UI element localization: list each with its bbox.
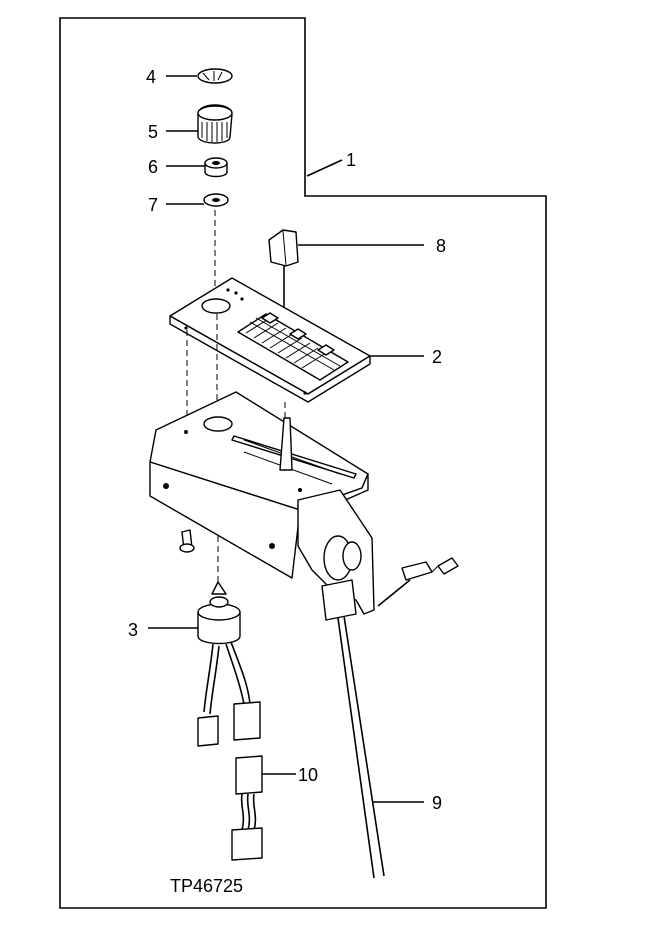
callout-7: 7 — [148, 195, 158, 215]
figure-id: TP46725 — [170, 876, 243, 896]
part-9-cable-edge — [343, 615, 385, 877]
callout-10: 10 — [298, 765, 318, 785]
adjusting-screw — [377, 557, 459, 607]
side-plate — [297, 489, 375, 621]
part-2-top-plate — [169, 277, 371, 403]
callout-3: 3 — [128, 620, 138, 640]
callout-9: 9 — [432, 793, 442, 813]
part-3-switch — [197, 581, 261, 747]
leader-1 — [306, 159, 343, 177]
part-5-knob — [197, 104, 233, 144]
callout-4: 4 — [146, 67, 156, 87]
mounting-bracket — [149, 391, 369, 579]
part-8-lever-handle — [268, 229, 299, 267]
part-10-harness — [231, 755, 263, 861]
callout-8: 8 — [436, 236, 446, 256]
bolt — [179, 529, 195, 553]
part-9-cable — [337, 617, 375, 879]
callout-1: 1 — [346, 150, 356, 170]
part-7-washer — [203, 193, 229, 207]
assembly-boundary — [59, 17, 547, 909]
part-4-nut — [197, 68, 233, 84]
callout-5: 5 — [148, 122, 158, 142]
part-6-nut — [204, 157, 228, 178]
callout-6: 6 — [148, 157, 158, 177]
callout-2: 2 — [432, 347, 442, 367]
